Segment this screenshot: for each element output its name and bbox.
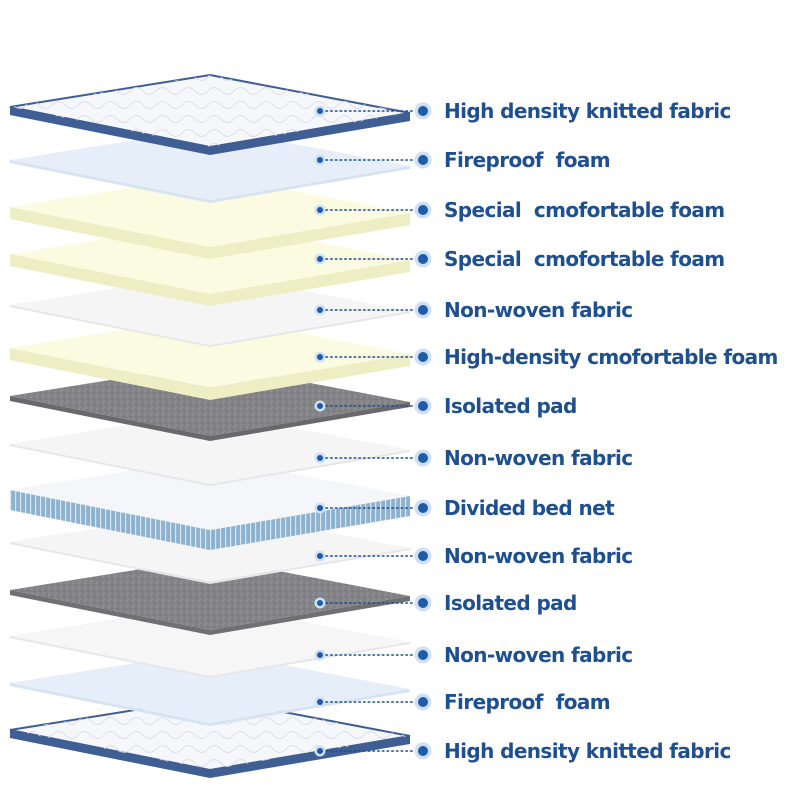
- layer-fireproof-foam: [10, 128, 410, 203]
- layer-label: Isolated pad: [444, 394, 577, 418]
- layer-non-woven: [10, 412, 410, 486]
- leader-line: [314, 499, 432, 517]
- layer-label: Isolated pad: [444, 591, 577, 615]
- layer-comfort-foam: [10, 175, 410, 259]
- layer-knitted-fabric: [9, 696, 411, 778]
- layer-label: Fireproof foam: [444, 690, 611, 714]
- layer-comfort-foam: [10, 316, 410, 400]
- layer-label: Special cmofortable foam: [444, 198, 725, 222]
- layer-label: Divided bed net: [444, 496, 615, 520]
- leader-line: [314, 301, 432, 319]
- leader-line: [314, 151, 432, 169]
- layer-label: High density knitted fabric: [444, 99, 731, 123]
- layer-label: High density knitted fabric: [444, 739, 731, 763]
- leader-line: [314, 102, 432, 120]
- layer-non-woven: [10, 604, 410, 678]
- leader-line: [314, 594, 432, 612]
- leader-line: [314, 397, 432, 415]
- leader-line: [314, 250, 432, 268]
- leader-line: [314, 742, 432, 760]
- layer-fireproof-foam: [10, 651, 410, 726]
- layer-isolated-pad: [10, 558, 410, 635]
- layer-label: Special cmofortable foam: [444, 247, 725, 271]
- layer-non-woven: [10, 273, 410, 347]
- layer-label: High-density cmofortable foam: [444, 345, 778, 369]
- layer-label: Fireproof foam: [444, 148, 611, 172]
- leader-line: [314, 201, 432, 219]
- leader-line: [314, 646, 432, 664]
- layer-bed-net: [10, 458, 410, 550]
- leader-line: [314, 547, 432, 565]
- leader-line: [314, 449, 432, 467]
- layer-label: Non-woven fabric: [444, 446, 633, 470]
- leader-line: [314, 693, 432, 711]
- layer-label: Non-woven fabric: [444, 544, 633, 568]
- layer-label: Non-woven fabric: [444, 643, 633, 667]
- layer-label: Non-woven fabric: [444, 298, 633, 322]
- layer-knitted-fabric: [9, 73, 411, 155]
- leader-line: [314, 348, 432, 366]
